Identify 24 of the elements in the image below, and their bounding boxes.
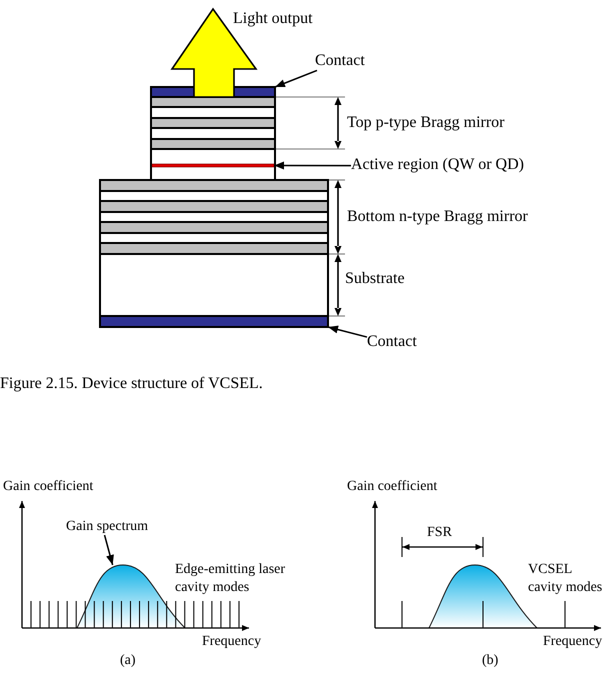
region-label: Bottom n-type Bragg mirror <box>347 208 528 226</box>
active-region-line <box>152 164 274 168</box>
axis-title: Gain coefficient <box>3 479 94 496</box>
mode-label: Edge-emitting laser cavity modes <box>175 561 286 596</box>
light-output-label: Light output <box>233 10 313 28</box>
axis-title: Gain coefficient <box>347 479 438 496</box>
axis-title: Frequency <box>202 634 262 650</box>
callout-label: Gain spectrum <box>66 519 148 536</box>
axis-title: Frequency <box>543 634 602 650</box>
region-label: Substrate <box>345 270 405 288</box>
leader-arrow <box>274 162 351 170</box>
mode-label: VCSEL cavity modes <box>528 561 604 596</box>
panel-label: (a) <box>120 653 136 670</box>
contact-layer <box>99 315 329 328</box>
leader-arrow <box>328 325 368 338</box>
callout-label: Contact <box>315 52 365 70</box>
region-label: Top p-type Bragg mirror <box>347 114 505 132</box>
callout-label: Contact <box>367 333 417 352</box>
leader-arrow <box>104 534 114 566</box>
callout-label: Active region (QW or QD) <box>351 156 524 174</box>
panel-label: (b) <box>482 653 498 670</box>
figure-caption: Figure 2.15. Device structure of VCSEL. <box>0 375 263 394</box>
leader-arrow <box>274 70 318 88</box>
dimension-label: FSR <box>427 525 452 542</box>
